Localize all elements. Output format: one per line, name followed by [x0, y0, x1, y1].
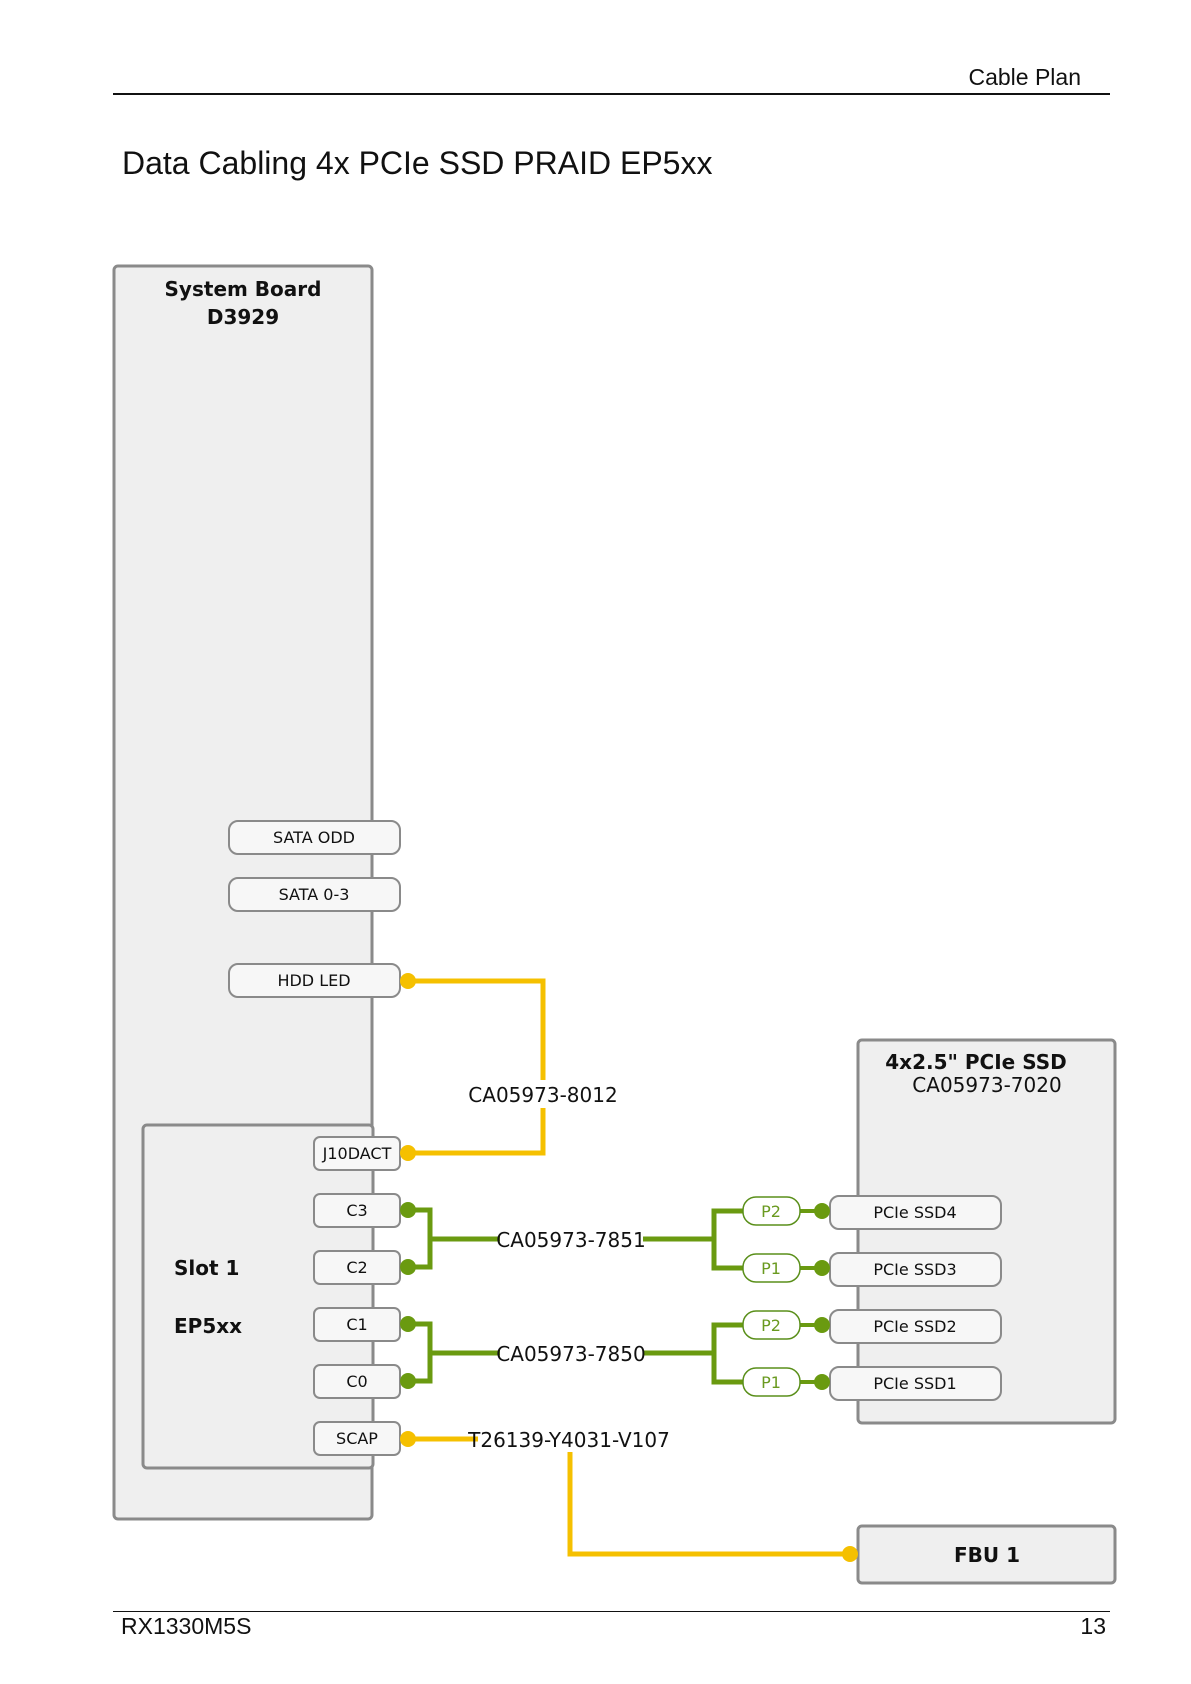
scap-connector-dot [400, 1431, 416, 1447]
backplane-part: CA05973-7020 [912, 1073, 1061, 1097]
system-board-part: D3929 [207, 305, 279, 329]
backplane-name: 4x2.5" PCIe SSD [885, 1050, 1066, 1074]
c1-connector-dot [400, 1316, 416, 1332]
footer-rule [113, 1611, 1110, 1612]
backplane-box [858, 1040, 1115, 1423]
port-c3-label: C3 [346, 1201, 367, 1220]
port-sata-odd-label: SATA ODD [273, 828, 355, 847]
cable-end-p1-lower-label: P1 [761, 1373, 781, 1392]
port-pcie-ssd1-label: PCIe SSD1 [873, 1374, 956, 1393]
ssd2-connector-dot [814, 1317, 830, 1333]
system-board-name: System Board [165, 277, 322, 301]
sas-lower-cable-label: CA05973-7850 [496, 1342, 645, 1366]
sas-lower-cable-controller-split [408, 1324, 430, 1381]
fbu-name: FBU 1 [954, 1543, 1020, 1567]
port-j10dact-label: J10DACT [322, 1144, 392, 1163]
port-pcie-ssd3-label: PCIe SSD3 [873, 1260, 956, 1279]
port-c1-label: C1 [346, 1315, 367, 1334]
controller-name: EP5xx [174, 1314, 242, 1338]
sas-upper-cable-controller-split [408, 1210, 430, 1267]
ssd3-connector-dot [814, 1260, 830, 1276]
fbu-connector-dot [842, 1546, 858, 1562]
port-pcie-ssd4-label: PCIe SSD4 [873, 1203, 956, 1222]
j10dact-connector-dot [400, 1145, 416, 1161]
c2-connector-dot [400, 1259, 416, 1275]
hdd-led-connector-dot [400, 973, 416, 989]
port-hdd-led-label: HDD LED [277, 971, 350, 990]
port-pcie-ssd2-label: PCIe SSD2 [873, 1317, 956, 1336]
cable-end-p2-upper-label: P2 [761, 1202, 781, 1221]
c3-connector-dot [400, 1202, 416, 1218]
port-c2-label: C2 [346, 1258, 367, 1277]
sas-upper-cable-backplane-split [714, 1211, 743, 1268]
port-sata-03-label: SATA 0-3 [279, 885, 350, 904]
fbu-cable-label: T26139-Y4031-V107 [467, 1428, 670, 1452]
port-scap-label: SCAP [336, 1429, 378, 1448]
footer-page-number: 13 [1080, 1613, 1106, 1640]
controller-slot: Slot 1 [174, 1256, 239, 1280]
port-c0-label: C0 [346, 1372, 367, 1391]
c0-connector-dot [400, 1373, 416, 1389]
cable-end-p1-upper-label: P1 [761, 1259, 781, 1278]
ssd4-connector-dot [814, 1203, 830, 1219]
footer-model: RX1330M5S [121, 1613, 251, 1640]
controller-box [143, 1125, 373, 1468]
sas-lower-cable-backplane-split [714, 1325, 743, 1382]
led-cable-label: CA05973-8012 [468, 1083, 617, 1107]
sas-upper-cable-label: CA05973-7851 [496, 1228, 645, 1252]
led-cable [408, 981, 543, 1153]
ssd1-connector-dot [814, 1374, 830, 1390]
cable-end-p2-lower-label: P2 [761, 1316, 781, 1335]
fbu-cable-run [570, 1452, 850, 1554]
